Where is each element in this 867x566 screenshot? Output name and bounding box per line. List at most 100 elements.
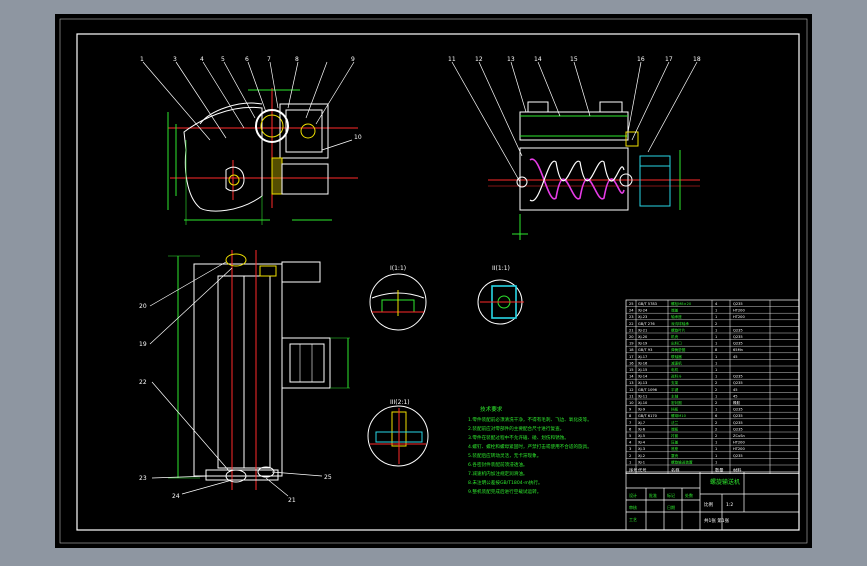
bom-cell: 1 (715, 394, 717, 398)
note-line: 7.减速机内加注规定润滑油。 (468, 470, 528, 477)
technical-notes: 技术要求 1.零件装配前必须清洗干净，不得有毛刺、飞边、氧化皮等。 2.装配前应… (468, 405, 592, 495)
outer-frame (59, 18, 808, 544)
bom-cell: XJ-19 (638, 342, 648, 346)
balloon-label: 4 (200, 56, 204, 63)
bom-cell: 4 (715, 302, 718, 306)
bom-cell: 弹簧垫圈 (671, 347, 686, 352)
bom-cell: HT200 (733, 309, 745, 313)
bom-cell: 1 (715, 375, 717, 379)
bom-header-cell: 材料 (733, 467, 742, 474)
balloon-label: 10 (354, 134, 362, 141)
gearbox-housing (279, 103, 329, 159)
bom-cell: XJ-5 (638, 434, 645, 438)
bom-header-cell: 数量 (715, 467, 723, 474)
scale-value: 1:2 (726, 502, 733, 508)
note-line: 6.各密封件装配前须浸透油。 (468, 461, 528, 468)
bom-cell: 15 (629, 368, 634, 372)
bom-header-cell: 代号 (638, 467, 646, 474)
bom-cell: GB/T 6170 (638, 414, 658, 418)
tb-cell: 审核 (629, 504, 637, 510)
bom-cell: 橡胶 (733, 400, 741, 405)
front-leaders (142, 61, 355, 151)
screw-flight (529, 158, 625, 200)
balloon-label: 18 (693, 56, 701, 63)
motor-block (281, 163, 329, 195)
bom-header-cell: 名称 (671, 467, 679, 474)
drawing-name: 螺旋输送机 (710, 478, 740, 486)
bom-cell: XJ-13 (638, 381, 647, 385)
bom-cell: 1 (715, 460, 717, 464)
bom-cell: XJ-14 (638, 375, 648, 379)
bom-cell: 2 (715, 427, 717, 431)
bom-cell: 17 (629, 355, 634, 359)
bom-cell: 底座 (671, 446, 679, 451)
bom-cell: 22 (629, 322, 634, 326)
bom-cell: 1 (629, 460, 631, 464)
balloon-label: 21 (288, 497, 296, 504)
bom-cell: XJ-23 (638, 315, 647, 319)
front-balloons: 1 3 4 5 6 7 8 9 10 (140, 56, 362, 141)
bom-cell: 23 (629, 315, 634, 319)
bom-cell: XJ-11 (638, 394, 647, 398)
balloon-label: 14 (534, 56, 542, 63)
bom-cell: 4 (629, 441, 632, 445)
bom-cell: 压盖 (671, 440, 679, 445)
hopper-housing (519, 111, 629, 141)
bom-cell: 18 (629, 348, 634, 352)
bom-cell: Q235 (733, 408, 743, 412)
bom-cell: 24 (629, 309, 634, 313)
bom-cell: Q235 (733, 342, 743, 346)
bom-cell: 8 (629, 414, 632, 418)
bom-cell: 25 (629, 302, 634, 306)
balloon-label: 8 (295, 56, 299, 63)
bom-cell: Q235 (733, 414, 743, 418)
bom-cell: 进料斗 (671, 374, 682, 379)
bom-cell: XJ-9 (638, 408, 646, 412)
detail-view-3: III(2:1) (367, 399, 429, 467)
note-line: 5.装配后应转动灵活，无卡滞现象。 (468, 452, 541, 459)
plan-balloons: 20 19 22 23 24 25 21 (139, 303, 332, 504)
balloon-label: 22 (139, 379, 147, 386)
bom-cell: 20 (629, 335, 634, 339)
bom-header-cell: 序号 (629, 467, 637, 474)
bom-cell: Q235 (733, 427, 743, 431)
bom-cell: XJ-24 (638, 309, 648, 313)
bom-cell: Q235 (733, 421, 743, 425)
bom-cell: 1 (715, 335, 717, 339)
bom-cell: 端板 (671, 426, 679, 431)
bom-cell: 法兰 (671, 420, 679, 425)
tb-cell: 设计 (629, 492, 637, 498)
balloon-label: 11 (448, 56, 456, 63)
note-line: 4.螺钉、螺栓和螺母紧固时，严禁打击或使用不合适的旋具。 (468, 443, 592, 450)
bom-cell: 1 (715, 355, 717, 359)
bom-cell: 14 (629, 375, 634, 379)
bom-cell: XJ-7 (638, 421, 645, 425)
bom-cell: 螺栓M8×20 (671, 301, 692, 306)
bom-cell: 45 (733, 355, 738, 359)
motor-flange (599, 101, 623, 113)
end-bearing (619, 173, 633, 187)
bom-cell: 12 (629, 388, 634, 392)
bom-cell: XJ-16 (638, 361, 648, 365)
drive-pulley-inner (260, 114, 284, 138)
note-line: 1.零件装配前必须清洗干净，不得有毛刺、飞边、氧化皮等。 (468, 416, 592, 423)
bom-cell: 10 (629, 401, 634, 405)
bom-cell: 端盖 (671, 308, 679, 313)
bom-cell: 11 (629, 394, 634, 398)
bom-cell: 挡板 (671, 407, 679, 412)
balloon-label: 5 (221, 56, 225, 63)
top-coupling (259, 265, 277, 277)
bom-cell: 19 (629, 342, 634, 346)
note-line: 8.未注明公差按GB/T1804-m执行。 (468, 479, 543, 486)
bom-cell: XJ-15 (638, 368, 647, 372)
top-bearing (225, 253, 247, 267)
tb-cell: 标记 (667, 492, 675, 498)
bom-cell: XJ-17 (638, 355, 647, 359)
bom-cell: 9 (629, 408, 632, 412)
bom-cell: 7 (629, 421, 631, 425)
balloon-label: 7 (267, 56, 271, 63)
bom-cell: 1 (715, 342, 717, 346)
sheet-info: 共1张 第1张 (704, 517, 730, 524)
